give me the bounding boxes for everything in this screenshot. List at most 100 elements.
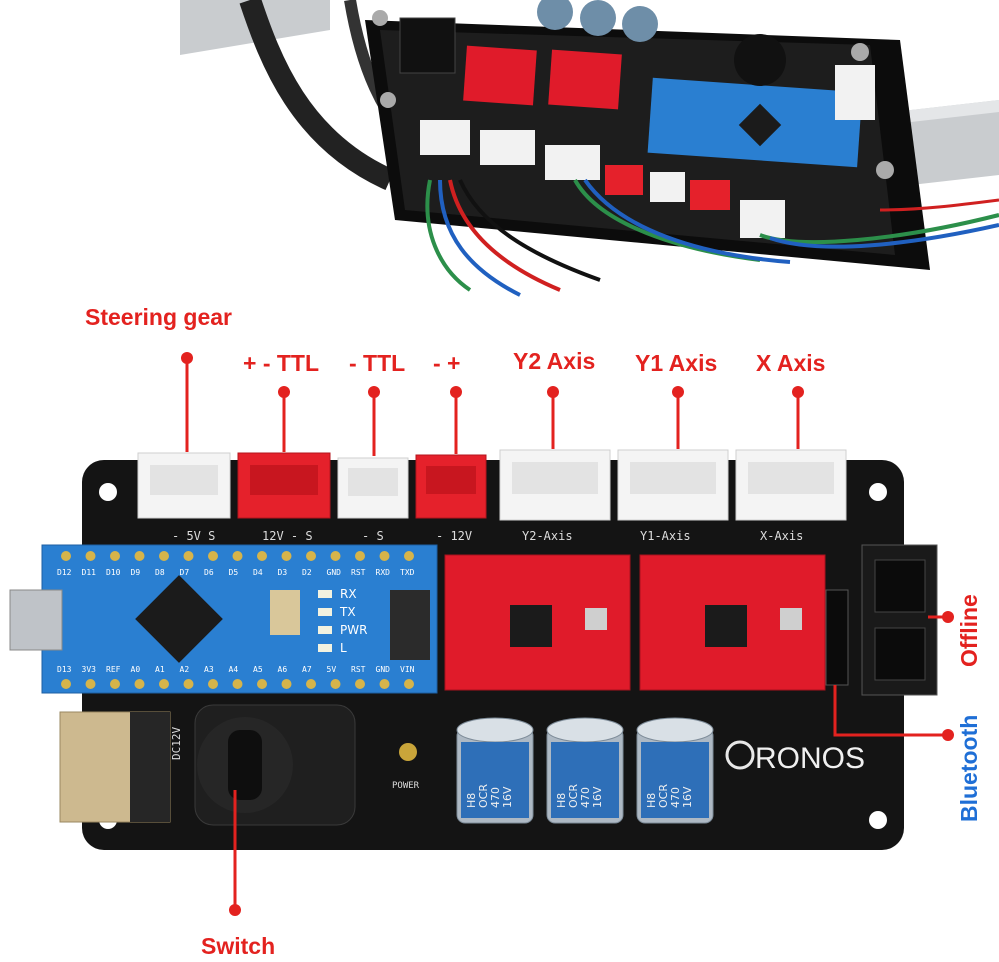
offline-label: Offline — [956, 594, 982, 667]
nano-pin-label: A1 — [155, 665, 165, 674]
capacitor-label: OCR — [657, 784, 670, 808]
neg-pos-label: - + — [433, 350, 461, 376]
nano-pin — [404, 679, 414, 689]
dc-silk: DC12V — [170, 727, 183, 760]
nano-pin-label: D11 — [82, 568, 97, 577]
nano-pin-label: D6 — [204, 568, 214, 577]
nano-pin-label: D4 — [253, 568, 263, 577]
nano-pin — [183, 679, 194, 689]
nano-led-label: PWR — [340, 623, 367, 637]
x-axis-connector — [735, 449, 847, 521]
nano-pin-label: 5V — [327, 665, 337, 674]
nano-led — [318, 626, 332, 634]
nano-pin-label: RXD — [376, 568, 391, 577]
nano-pin-label: D10 — [106, 568, 121, 577]
steering-gear-label: Steering gear — [85, 304, 232, 330]
nano-pin — [61, 551, 71, 561]
nano-pin — [355, 551, 365, 561]
nano-pin-label: D3 — [278, 568, 288, 577]
nano-pin — [281, 679, 292, 689]
nano-pin-label: D12 — [57, 568, 72, 577]
capacitor-label: 470 — [579, 787, 592, 808]
usb-port — [9, 589, 63, 651]
capacitor-label: OCR — [567, 784, 580, 808]
nano-pin — [159, 679, 169, 689]
power-led — [399, 743, 417, 761]
nano-pin — [379, 679, 390, 689]
nano-pin-label: D13 — [57, 665, 72, 674]
nano-pin — [134, 679, 145, 689]
x-axis-label: X Axis — [756, 350, 826, 376]
capacitor-label: 16V — [501, 786, 514, 808]
ttl1-silk: 12V - S — [262, 529, 313, 543]
switch-knob — [194, 704, 356, 826]
power-silk: POWER — [392, 781, 420, 791]
icsp-header — [390, 590, 430, 660]
nano-pin — [110, 551, 120, 561]
power-connector — [415, 454, 487, 519]
nano-pin-label: A5 — [253, 665, 263, 674]
ttl2-silk: - S — [362, 529, 384, 543]
nano-pin — [404, 551, 414, 561]
nano-pin-label: VIN — [400, 665, 415, 674]
leader-dots — [181, 352, 954, 916]
capacitor-label: OCR — [477, 784, 490, 808]
nano-led-label: TX — [339, 605, 356, 619]
capacitor-label: 16V — [681, 786, 694, 808]
offline-header — [861, 544, 938, 696]
nano-pin-label: D7 — [180, 568, 190, 577]
nano-led — [318, 644, 332, 652]
nano-pin — [306, 679, 316, 689]
nano-pin-label: GND — [376, 665, 391, 674]
nano-led-label: L — [340, 641, 347, 655]
nano-led — [318, 608, 332, 616]
pwr-silk: - 12V — [436, 529, 472, 543]
nano-pin — [281, 551, 292, 561]
nano-pin — [208, 551, 218, 561]
brand-text: RONOS — [755, 742, 865, 775]
brand-logo: RONOS — [725, 740, 865, 775]
nano-pin — [183, 551, 194, 561]
ttl-connector-1 — [237, 452, 331, 519]
leader-lines — [185, 358, 948, 910]
nano-pin-label: RST — [351, 568, 366, 577]
nano-pin-label: TXD — [400, 568, 415, 577]
ttl-pos-neg-label: + - TTL — [243, 350, 320, 376]
switch-label: Switch — [201, 933, 276, 959]
nano-pin-label: 3V3 — [82, 665, 97, 674]
nano-pin-label: RST — [351, 665, 366, 674]
nano-pin-label: A3 — [204, 665, 214, 674]
nano-led-label: RX — [340, 587, 357, 601]
stepper-driver-1 — [444, 554, 631, 691]
y1-axis-label: Y1 Axis — [635, 350, 718, 376]
nano-pin — [85, 679, 96, 689]
nano-pin — [208, 679, 218, 689]
nano-pin — [232, 679, 243, 689]
nano-pin-label: A2 — [180, 665, 190, 674]
nano-pin-label: D2 — [302, 568, 312, 577]
nano-pin — [330, 679, 341, 689]
nano-pin — [257, 551, 267, 561]
nano-pin-label: D5 — [229, 568, 239, 577]
nano-pin-label: A0 — [131, 665, 141, 674]
y2-axis-connector — [499, 449, 611, 521]
capacitor-label: H8 — [645, 793, 658, 808]
nano-pin — [159, 551, 169, 561]
capacitor-label: H8 — [465, 793, 478, 808]
bluetooth-header — [825, 589, 849, 686]
nano-pin — [134, 551, 145, 561]
y1-silk: Y1-Axis — [640, 529, 691, 543]
steering-gear-connector — [137, 452, 231, 519]
steering-silk: - 5V S — [172, 529, 215, 543]
nano-pin — [110, 679, 120, 689]
capacitor-label: H8 — [555, 793, 568, 808]
nano-pin — [232, 551, 243, 561]
y1-axis-connector — [617, 449, 729, 521]
nano-pin-label: D8 — [155, 568, 165, 577]
stepper-driver-2 — [639, 554, 826, 691]
capacitor-label: 16V — [591, 786, 604, 808]
